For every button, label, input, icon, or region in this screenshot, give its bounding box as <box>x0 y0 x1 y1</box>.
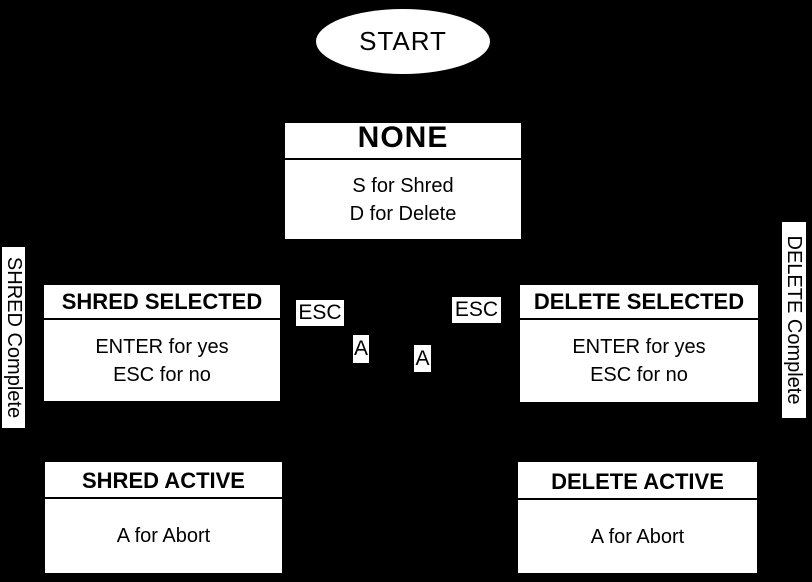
state-delete-selected-body: ENTER for yes ESC for no <box>520 320 758 402</box>
state-delete-active: DELETE ACTIVE A for Abort <box>518 462 757 573</box>
edge-label-a-right: A <box>414 345 431 372</box>
state-delete-active-line1: A for Abort <box>590 525 685 548</box>
state-delete-selected-line1: ENTER for yes <box>572 336 706 358</box>
state-none-body: S for Shred D for Delete <box>285 160 521 239</box>
edge-label-delete-complete: DELETE Complete <box>782 222 806 418</box>
state-delete-active-title: DELETE ACTIVE <box>518 462 757 500</box>
state-shred-selected: SHRED SELECTED ENTER for yes ESC for no <box>44 285 280 401</box>
state-none-line1: S for Shred <box>352 174 454 197</box>
edge-label-shred-complete: SHRED Complete <box>2 247 25 428</box>
edge-label-esc-left: ESC <box>296 300 344 326</box>
state-none-line2: D for Delete <box>349 202 457 225</box>
start-node: START <box>316 9 490 74</box>
state-delete-selected-line2: ESC for no <box>590 364 688 386</box>
edge-label-a-left: A <box>353 335 369 363</box>
state-shred-selected-body: ENTER for yes ESC for no <box>44 320 280 401</box>
state-shred-active-title: SHRED ACTIVE <box>45 462 282 499</box>
state-shred-selected-title: SHRED SELECTED <box>44 285 280 320</box>
start-node-label: START <box>359 26 447 56</box>
state-delete-selected: DELETE SELECTED ENTER for yes ESC for no <box>520 285 758 402</box>
state-shred-selected-line1: ENTER for yes <box>95 335 229 358</box>
state-shred-active-body: A for Abort <box>45 499 282 573</box>
state-none-title: NONE <box>285 121 521 160</box>
state-none: NONE S for Shred D for Delete <box>285 121 521 239</box>
state-shred-active-line1: A for Abort <box>116 525 211 547</box>
edge-label-esc-right: ESC <box>452 297 501 323</box>
state-shred-active: SHRED ACTIVE A for Abort <box>45 462 282 573</box>
state-shred-selected-line2: ESC for no <box>113 363 211 386</box>
state-delete-active-body: A for Abort <box>518 500 757 573</box>
state-delete-selected-title: DELETE SELECTED <box>520 285 758 320</box>
